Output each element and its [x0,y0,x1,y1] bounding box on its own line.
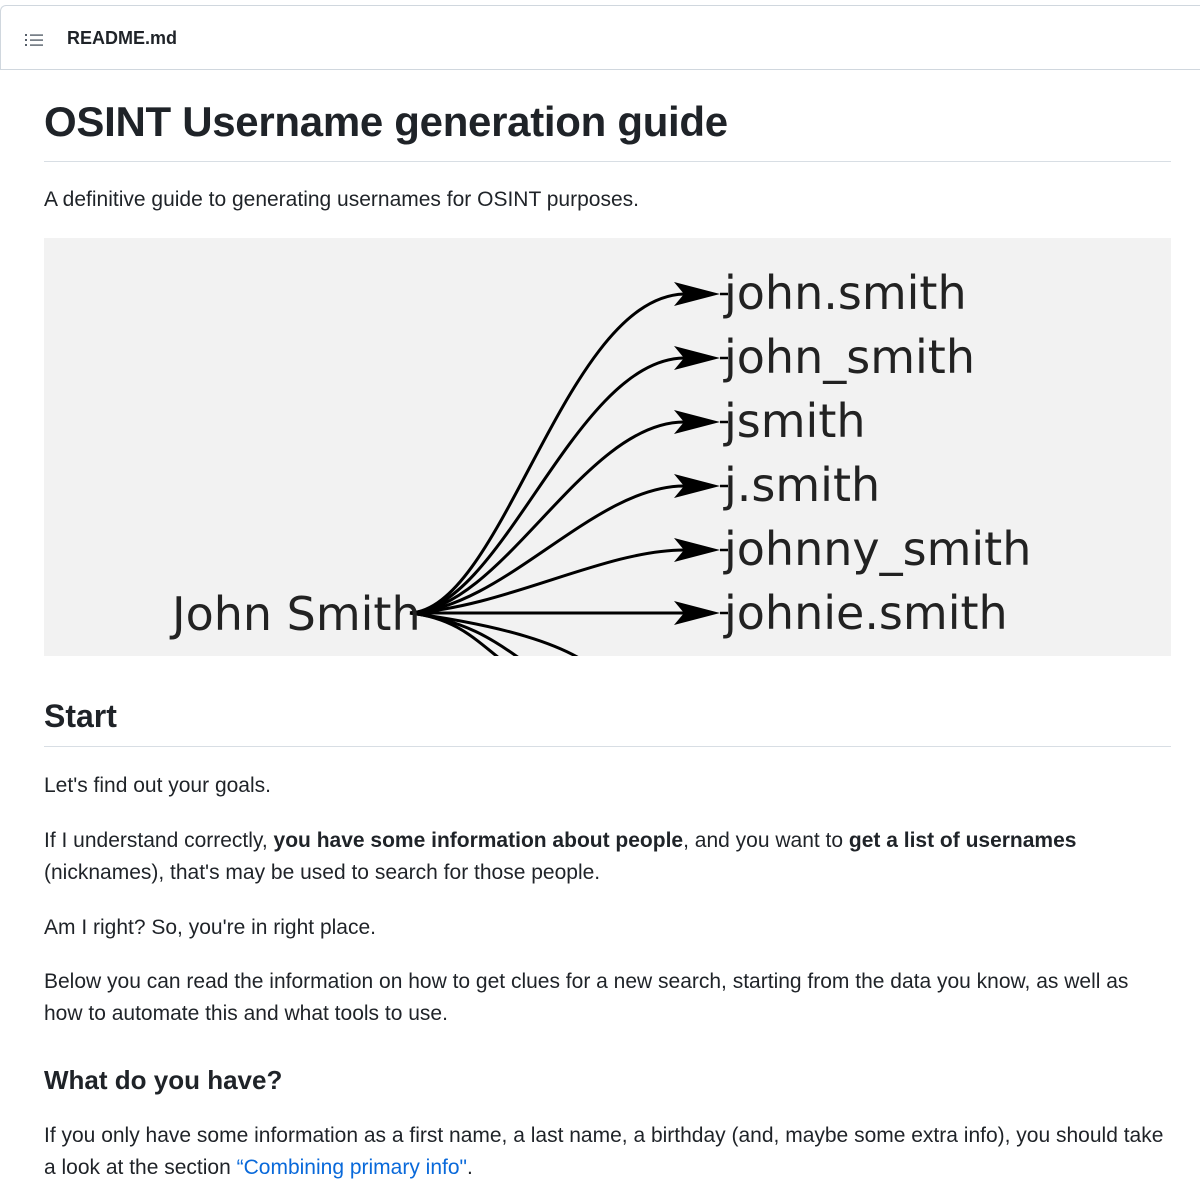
start-paragraph-4: Below you can read the information on ho… [44,970,1129,1025]
combining-primary-info-link[interactable]: “Combining primary info" [236,1156,467,1179]
target-username: johnie.smith [723,586,1008,640]
arrowhead-4 [674,474,720,498]
section-divider [44,746,1171,747]
bold-phrase: you have some information about people [273,829,684,852]
target-username: john.smith [723,266,967,320]
source-name: John Smith [169,587,421,641]
arrowhead-2 [674,346,720,370]
edge-offscreen-3 [409,611,579,656]
bold-phrase: get a list of usernames [848,829,1077,852]
username-diagram: John Smith john.smith john_smith jsmith … [169,266,1031,656]
arrowhead-5 [674,538,720,562]
edge-offscreen-2 [409,611,519,656]
intro-paragraph: A definitive guide to generating usernam… [44,188,639,211]
edge-john-smith [409,292,685,615]
start-paragraph-1: Let's find out your goals. [44,774,271,797]
arrowhead-3 [674,410,720,434]
target-username: johnny_smith [723,522,1031,576]
target-username: john_smith [723,330,975,384]
edge-j-smith [409,484,685,615]
list-unordered-icon[interactable] [19,26,49,54]
section-heading-start: Start [44,698,117,734]
file-header: README.md [0,5,1200,70]
what-have-paragraph: If you only have some information as a f… [44,1124,1164,1179]
title-divider [44,161,1171,162]
target-username: j.smith [723,458,880,512]
edge-johnny-smith [409,548,685,615]
edge-john-underscore [409,356,685,615]
file-name[interactable]: README.md [67,28,178,48]
target-username: jsmith [723,394,866,448]
start-paragraph-2: If I understand correctly, you have some… [44,829,1077,884]
arrowhead-6 [674,601,720,625]
arrowhead-1 [674,282,720,306]
username-diagram-banner: John Smith john.smith john_smith jsmith … [44,238,1171,656]
edge-jsmith [409,420,685,615]
page-title: OSINT Username generation guide [44,98,728,145]
start-paragraph-3: Am I right? So, you're in right place. [44,916,377,939]
section-heading-what-do-you-have: What do you have? [44,1065,283,1095]
